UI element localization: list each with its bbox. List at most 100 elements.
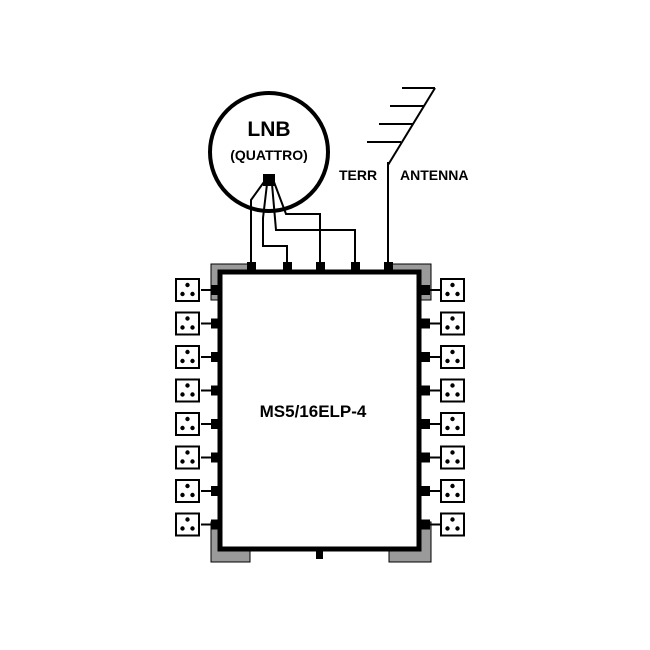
socket-pin [455, 425, 460, 431]
lnb-title: LNB [247, 118, 290, 141]
socket-pin [455, 291, 460, 297]
wall-socket-icon [175, 278, 200, 302]
output-connector [211, 318, 220, 329]
right-output-4 [418, 378, 465, 403]
wall-socket-icon [440, 311, 465, 336]
wall-socket-icon [175, 479, 200, 503]
socket-pin [445, 392, 450, 397]
wall-socket-icon [175, 378, 200, 403]
socket-pin [180, 325, 185, 330]
wall-socket-icon [175, 512, 200, 537]
left-output-7 [175, 479, 220, 503]
output-connector [421, 519, 430, 530]
socket-pin [180, 526, 185, 531]
output-connector [211, 352, 220, 362]
wall-socket-icon [440, 345, 465, 369]
socket-pin [180, 392, 185, 397]
right-output-3 [418, 345, 465, 369]
ground-connector [316, 550, 323, 559]
output-connector [211, 285, 220, 295]
output-connector [211, 419, 220, 429]
wall-socket-icon [440, 512, 465, 537]
output-connector [211, 519, 220, 530]
wall-socket-icon [175, 311, 200, 336]
socket-pin [190, 291, 195, 297]
output-connector [421, 318, 430, 329]
socket-pin [455, 358, 460, 364]
socket-pin [445, 325, 450, 330]
socket-pin [185, 383, 190, 388]
right-output-1 [418, 278, 465, 302]
socket-pin [455, 526, 460, 531]
socket-pin [445, 459, 450, 464]
socket-pin [445, 526, 450, 531]
lnb-connector-block [263, 174, 275, 186]
socket-pin [450, 316, 455, 321]
left-output-6 [175, 445, 220, 470]
output-connector [211, 385, 220, 396]
socket-pin [450, 416, 455, 422]
terr-label: TERR [339, 167, 377, 183]
output-connector [421, 486, 430, 496]
left-output-4 [175, 378, 220, 403]
socket-pin [185, 349, 190, 355]
terrestrial-antenna [367, 87, 436, 226]
cable-lnb-1 [250, 181, 265, 265]
socket-pin [180, 492, 185, 498]
socket-pin [190, 358, 195, 364]
socket-pin [450, 349, 455, 355]
lnb-unit: LNB (QUATTRO) [208, 91, 330, 213]
left-output-8 [175, 512, 220, 537]
left-output-5 [175, 412, 220, 436]
socket-pin [180, 291, 185, 297]
socket-pin [455, 392, 460, 397]
antenna-mast [387, 87, 436, 166]
wall-socket-icon [175, 412, 200, 436]
multiswitch-body [217, 269, 422, 552]
wall-socket-icon [440, 479, 465, 503]
socket-pin [445, 291, 450, 297]
input-connector-2 [283, 262, 292, 271]
input-connector-5 [384, 262, 393, 271]
right-outputs [418, 278, 465, 537]
socket-pin [185, 450, 190, 455]
output-connector [421, 419, 430, 429]
input-connector-1 [247, 262, 256, 271]
socket-pin [185, 416, 190, 422]
socket-pin [190, 325, 195, 330]
socket-pin [180, 358, 185, 364]
socket-pin [185, 517, 190, 522]
wall-socket-icon [440, 278, 465, 302]
socket-pin [450, 450, 455, 455]
right-output-5 [418, 412, 465, 436]
socket-pin [450, 282, 455, 288]
socket-pin [455, 325, 460, 330]
socket-pin [455, 492, 460, 498]
socket-pin [190, 459, 195, 464]
socket-pin [450, 483, 455, 489]
antenna-label: ANTENNA [400, 167, 468, 183]
wall-socket-icon [175, 345, 200, 369]
socket-pin [185, 316, 190, 321]
socket-pin [190, 492, 195, 498]
input-connector-4 [351, 262, 360, 271]
socket-pin [450, 517, 455, 522]
socket-pin [190, 526, 195, 531]
right-output-8 [418, 512, 465, 537]
left-output-1 [175, 278, 220, 302]
cable-lnb-3 [271, 183, 356, 265]
input-connector-3 [316, 262, 325, 271]
right-output-2 [418, 311, 465, 336]
socket-pin [190, 392, 195, 397]
output-connector [421, 285, 430, 295]
socket-pin [185, 483, 190, 489]
socket-pin [445, 492, 450, 498]
right-output-7 [418, 479, 465, 503]
right-output-6 [418, 445, 465, 470]
wall-socket-icon [440, 378, 465, 403]
wall-socket-icon [440, 412, 465, 436]
input-connectors [247, 262, 393, 271]
socket-pin [445, 425, 450, 431]
socket-pin [180, 425, 185, 431]
